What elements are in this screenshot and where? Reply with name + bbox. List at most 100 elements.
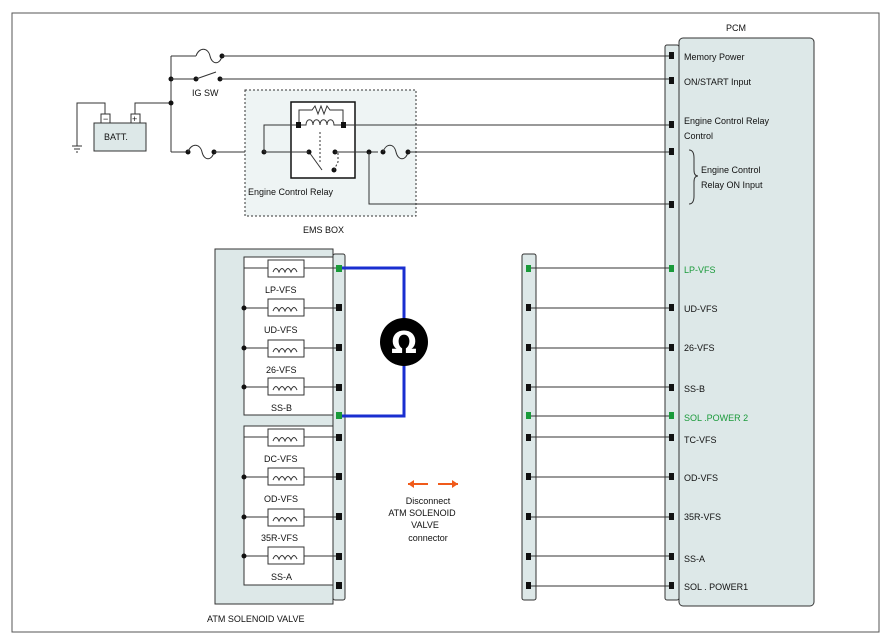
harness-pin [526,304,531,311]
junction [241,514,247,520]
atm-solenoid-valve: ATM SOLENOID VALVE LP-VFS UD-VFS 26-VFS … [207,248,346,624]
coil-common-wires [244,267,268,557]
pcm-pin [669,121,674,128]
junction [241,474,247,480]
meter-lead [342,266,406,325]
relay [290,101,356,179]
valve-pin [336,344,342,351]
coil-icon [272,517,298,523]
pcm-pin [669,77,674,84]
harness-connector-body [521,253,537,601]
instruction-line: Disconnect [406,496,451,506]
solenoid-box [267,259,305,278]
ohmmeter: Ω [342,266,428,418]
relay-terminal [296,122,301,128]
junction [241,384,247,390]
pcm-body [678,37,815,607]
pcm-pin [669,434,674,441]
solenoid-label: OD-VFS [264,494,298,504]
valve-pin [336,582,342,589]
arrow-right-icon [452,480,458,488]
relay-on-input-label: Engine Control [701,165,761,175]
harness-connector [521,253,669,601]
pcm-pin [669,52,674,59]
junction [241,553,247,559]
relay-label: Engine Control Relay [248,187,334,197]
harness-pin [526,473,531,480]
pcm-pin [669,148,674,155]
harness-pin [526,513,531,520]
pin-label: SS-B [684,384,705,394]
junction [241,305,247,311]
battery-label: BATT. [104,132,128,142]
relay-contact [308,151,323,171]
pin-label: 35R-VFS [684,512,721,522]
minus-symbol: − [103,114,108,124]
pcm-pin [669,473,674,480]
fuse-icon [382,144,409,160]
valve-pin [336,265,342,272]
valve-pin [336,412,342,419]
battery-positive-wire [134,102,171,114]
pcm-pin [669,582,674,589]
coil-icon [272,386,298,392]
pcm-title: PCM [726,23,746,33]
pin-label: Control [684,131,713,141]
solenoid-box [267,298,305,317]
ohm-symbol: Ω [391,326,417,361]
pin-label: SOL .POWER 2 [684,413,748,423]
valve-pin [336,304,342,311]
pcm-pin [669,412,674,419]
pin-label: LP-VFS [684,265,716,275]
harness-pin [526,434,531,441]
solenoid-box [267,339,305,358]
ems-box-title: EMS BOX [303,225,344,235]
pcm-pin [669,384,674,391]
solenoid-box [267,428,305,447]
pin-label: SOL . POWER1 [684,582,748,592]
solenoid-coil: DC-VFS [264,428,305,464]
harness-pin [526,553,531,560]
coil-icon [272,476,298,482]
pin-label: TC-VFS [684,435,717,445]
disconnect-instruction: Disconnect ATM SOLENOID VALVE connector [388,480,458,543]
instruction-line: ATM SOLENOID [388,508,456,518]
pin-label: OD-VFS [684,473,718,483]
ig-sw-label: IG SW [192,88,219,98]
harness-pin [526,265,531,272]
ground-wire [76,102,106,146]
pcm-pin [669,553,674,560]
pcm-pin [669,201,674,208]
valve-pin [336,434,342,441]
ems-box: EMS BOX Engine Control Relay [244,89,669,235]
relay-contact-path [333,152,339,171]
solenoid-label: DC-VFS [264,454,298,464]
instruction-line: connector [408,533,448,543]
coil-icon [272,437,298,443]
pcm-pin-labels: Memory Power ON/START Input Engine Contr… [684,52,770,592]
harness-pin [526,412,531,419]
junction [168,100,174,106]
arrow-left-icon [408,480,414,488]
pcm-pin [669,344,674,351]
brace [688,149,699,205]
harness-pin [526,384,531,391]
valve-pin [336,384,342,391]
pin-label: ON/START Input [684,77,752,87]
coil-icon [272,555,298,561]
switch-icon [195,71,217,80]
solenoid-coil: LP-VFS [265,259,305,295]
instruction-line: VALVE [411,520,439,530]
valve-pin [336,513,342,520]
relay-on-input-label: Relay ON Input [701,180,763,190]
coil-icon [272,307,298,313]
meter-lead [342,360,406,418]
solenoid-label: LP-VFS [265,285,297,295]
pcm-pin [669,265,674,272]
harness-wires [531,267,669,587]
coil-icon [299,119,343,126]
power-section: BATT. − + IG SW [72,48,669,160]
coil-icon [272,268,298,274]
